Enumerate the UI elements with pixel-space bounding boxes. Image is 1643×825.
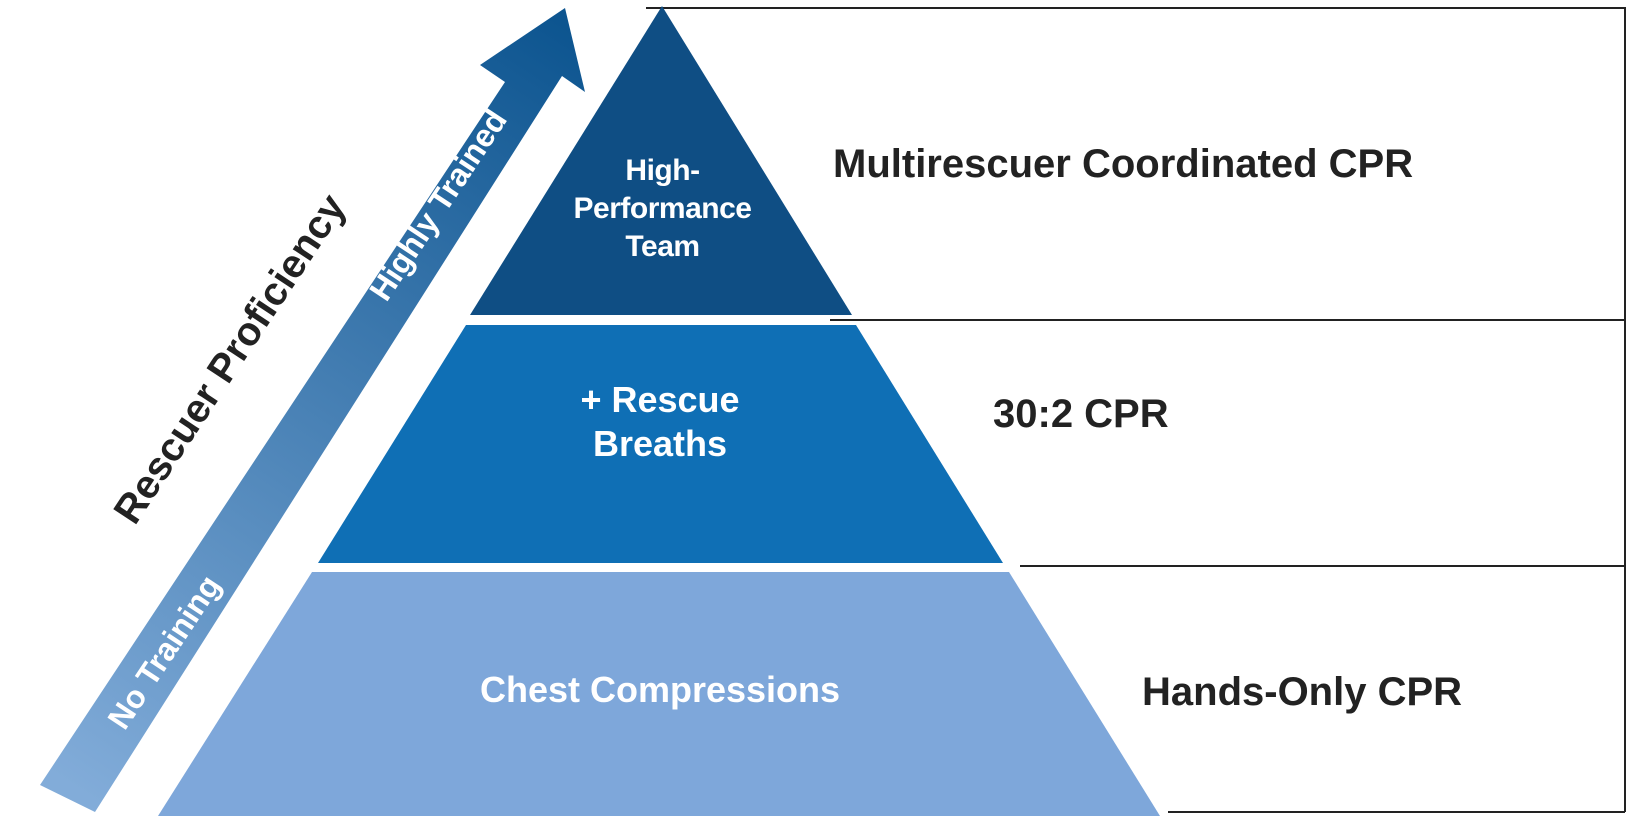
tier-top-line-2: Performance	[573, 192, 752, 225]
pyramid-tier-middle	[318, 325, 1003, 563]
cpr-label-hands-only: Hands-Only CPR	[1142, 670, 1463, 714]
cpr-label-multirescuer: Multirescuer Coordinated CPR	[833, 142, 1414, 186]
tier-top-line-1: High-	[625, 154, 700, 187]
tier-top-line-3: Team	[625, 230, 700, 263]
proficiency-arrow	[40, 8, 585, 812]
label-frame	[646, 7, 1626, 813]
tier-bottom-line-1: Chest Compressions	[479, 669, 841, 710]
tier-middle-line-2: Breaths	[592, 423, 728, 464]
tier-bottom-label: Chest Compressions	[410, 668, 910, 712]
pyramid-tier-top	[470, 6, 852, 315]
pyramid-tier-bottom	[158, 572, 1160, 816]
tier-top-label: High- Performance Team	[540, 152, 785, 266]
tier-middle-label: + Rescue Breaths	[520, 378, 800, 466]
frame-line-top	[646, 7, 1626, 812]
cpr-label-30-2: 30:2 CPR	[993, 392, 1169, 436]
tier-middle-line-1: + Rescue	[580, 379, 740, 420]
